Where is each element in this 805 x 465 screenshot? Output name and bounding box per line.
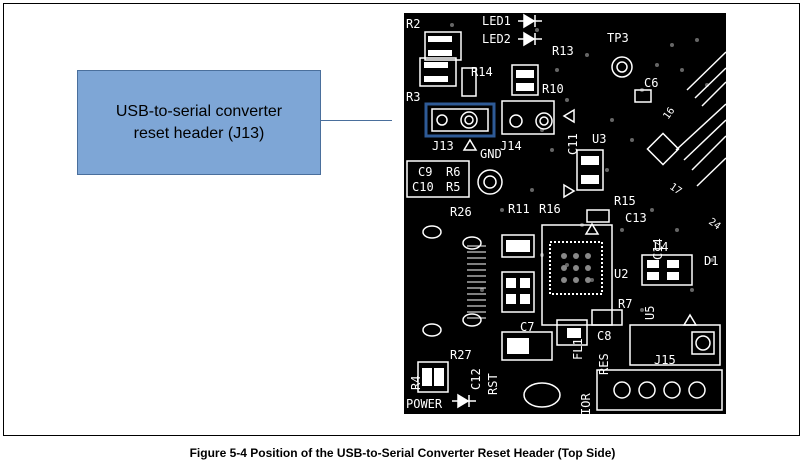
label-rst: RST [486,373,500,395]
label-r27: R27 [450,348,472,362]
label-pin-16: 16 [661,106,677,122]
label-u2: U2 [614,267,628,281]
label-j7: J7 [393,226,407,240]
board-edge [392,10,726,426]
label-fl1: FL1 [571,338,585,360]
mounting-holes [422,56,633,408]
label-r10: R10 [542,82,564,96]
edge-connector-pads [467,245,486,319]
label-r7: R7 [618,297,632,311]
callout-box: USB-to-serial converter reset header (J1… [77,70,321,175]
label-r6: R6 [446,165,460,179]
label-d1: D1 [704,254,718,268]
figure-caption: Figure 5-4 Position of the USB-to-Serial… [189,446,616,460]
diode-symbols [452,13,542,409]
label-u5: U5 [643,306,657,320]
label-u4: U4 [654,240,668,254]
j15-header-pins [613,331,715,399]
j14-header [509,112,553,130]
label-res: RES [597,353,611,375]
pin1-markers [462,108,698,326]
label-r5: R5 [446,180,460,194]
pcb-drawing: R2 LED1 LED2 R13 TP3 R14 R10 C6 R3 J13 J… [392,10,726,426]
silkscreen-text: R2 LED1 LED2 R13 TP3 R14 R10 C6 R3 J13 J… [393,14,722,415]
label-j14: J14 [500,139,522,153]
label-c10: C10 [412,180,434,194]
label-c7: C7 [520,320,534,334]
label-j13: J13 [432,139,454,153]
label-r16: R16 [539,202,561,216]
label-c8: C8 [597,329,611,343]
label-pin-17: 17 [667,181,683,197]
label-tp3: TP3 [607,31,629,45]
label-c14: C14 [651,238,665,260]
callout-line-1: USB-to-serial converter [115,102,283,120]
label-ior: IOR [579,393,593,415]
label-r4: R4 [409,376,423,390]
label-power: POWER [406,397,443,411]
label-c13: C13 [625,211,647,225]
label-led1: LED1 [482,14,511,28]
callout-leader-line [321,120,428,121]
label-j15: J15 [654,353,676,367]
label-c11: C11 [566,133,580,155]
silkscreen-components [406,31,723,411]
pcb-image: R2 LED1 LED2 R13 TP3 R14 R10 C6 R3 J13 J… [392,10,726,426]
label-c12: C12 [469,368,483,390]
u2-qfn-chip [549,241,603,295]
label-gnd: GND [480,147,502,161]
j13-reset-header [424,102,496,138]
label-r2: R2 [406,17,420,31]
label-led2: LED2 [482,32,511,46]
label-c9: C9 [418,165,432,179]
label-r14: R14 [471,65,493,79]
label-r3: R3 [406,90,420,104]
label-r26: R26 [450,205,472,219]
label-pin-24: 24 [706,216,722,232]
label-u3: U3 [592,132,606,146]
label-c6: C6 [644,76,658,90]
rotated-connector [675,51,726,187]
callout-line-2: reset header (J13) [133,124,265,142]
label-r13: R13 [552,44,574,58]
label-r11: R11 [508,202,530,216]
label-r15: R15 [614,194,636,208]
smd-pads [422,36,679,386]
